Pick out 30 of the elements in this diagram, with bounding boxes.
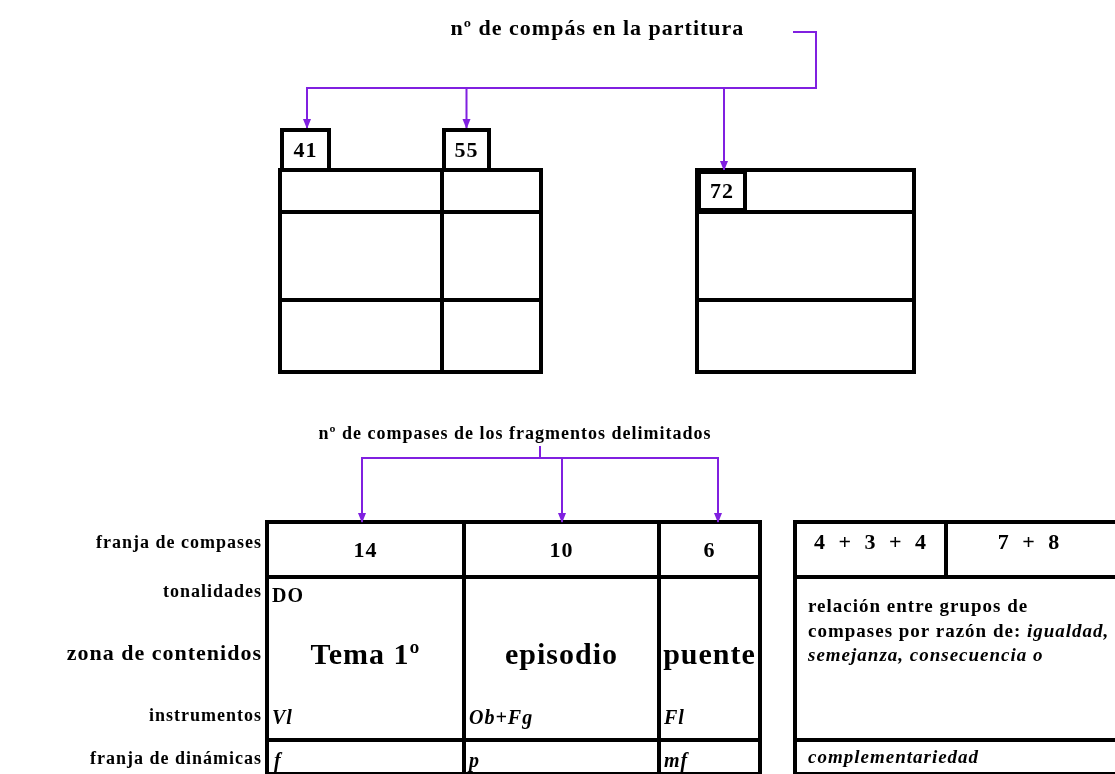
arrow — [539, 445, 722, 523]
arrow — [720, 31, 817, 171]
note-text: complementariedad — [808, 747, 980, 768]
row-label: zona de contenidos — [66, 641, 262, 666]
bar-number: 72 — [710, 178, 734, 204]
row-label: franja de dinámicas — [90, 749, 262, 769]
instrument-text: Fl — [664, 706, 685, 728]
dynamic-mark: mf — [664, 749, 689, 771]
key-text: DO — [272, 584, 304, 606]
section-name: puente — [662, 637, 757, 670]
bar-number: 10 — [549, 536, 574, 563]
instrument-text: Ob+Fg — [469, 706, 534, 728]
bar-number: 41 — [293, 137, 318, 163]
number-box — [697, 170, 747, 212]
annotation-text: nº de compases de los fragmentos delimitados — [318, 422, 712, 444]
row-label: tonalidades — [162, 582, 262, 602]
bar-grouping: 7 + 8 — [996, 530, 1062, 555]
bar-number: 6 — [703, 536, 716, 563]
section-name: Tema 1º — [309, 637, 422, 670]
row-label: franja de compases — [96, 533, 262, 553]
note-text: relación entre grupos de compases por razón de: igualdad, semejanza, consecuencia o — [808, 594, 1111, 668]
annotation-text: nº de compás en la partitura — [450, 15, 745, 41]
instrument-text: Vl — [272, 706, 293, 728]
dynamic-mark: f — [274, 749, 282, 771]
row-label: instrumentos — [149, 706, 262, 726]
bar-grouping: 4 + 3 + 4 — [812, 530, 929, 555]
dynamic-mark: p — [469, 749, 480, 771]
section-name: episodio — [504, 637, 619, 670]
bar-number: 14 — [353, 536, 378, 563]
bar-number: 55 — [454, 137, 479, 163]
